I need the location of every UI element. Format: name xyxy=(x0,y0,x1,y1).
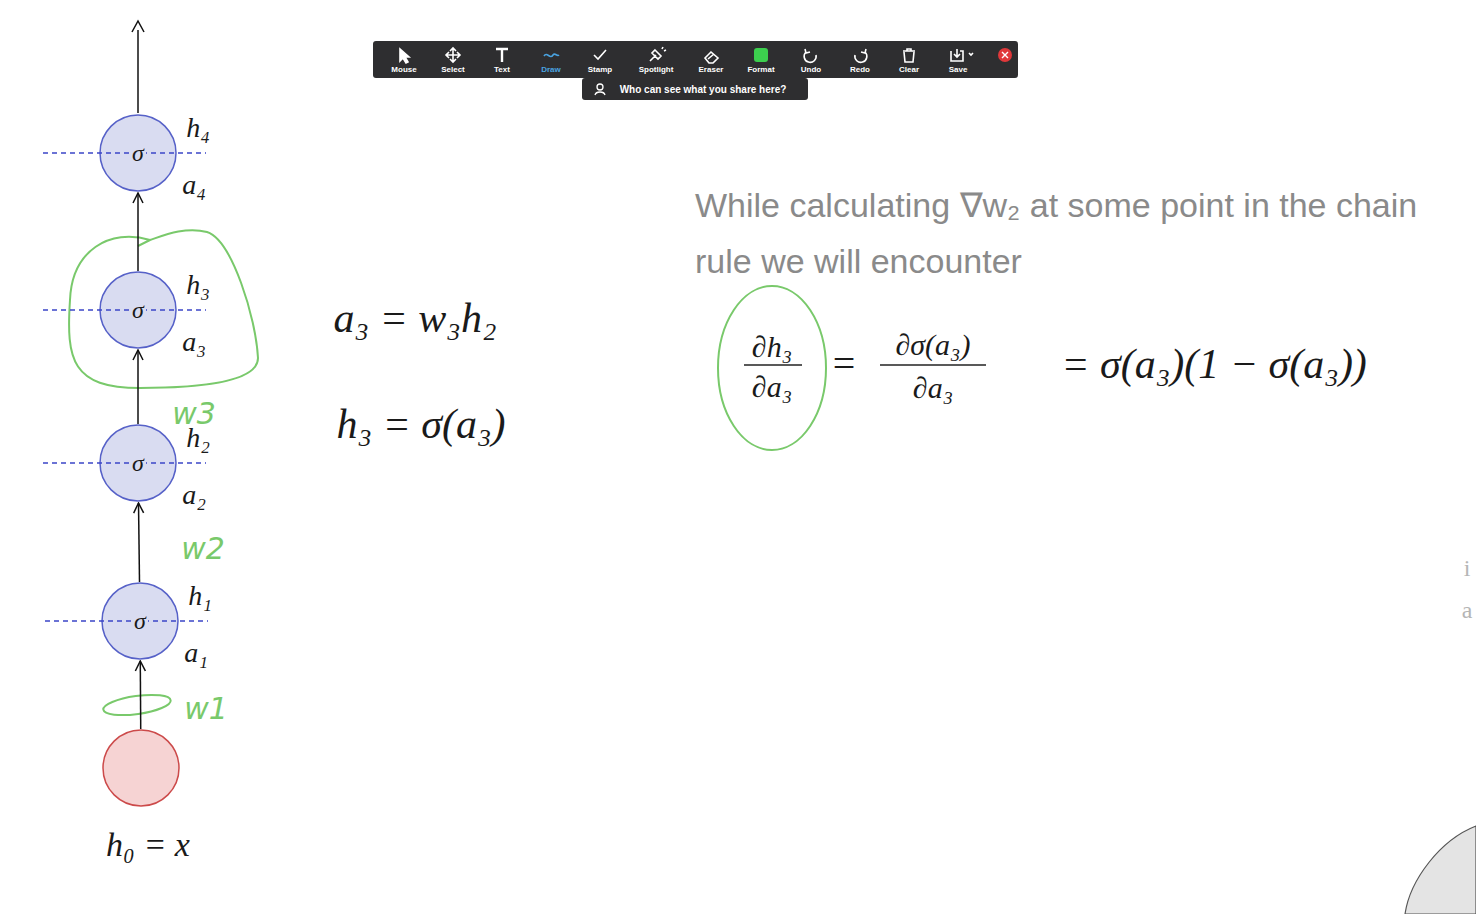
toolbar-label: Clear xyxy=(899,66,919,75)
neuron-shape xyxy=(102,729,180,807)
explanation-text: While calculating ∇w₂ at some point in t… xyxy=(695,177,1465,289)
sigmoid-neuron: σh₃a₃ xyxy=(99,271,177,349)
split-line xyxy=(43,462,206,464)
output-label: h₄ xyxy=(186,113,210,144)
activation-symbol: σ xyxy=(130,450,146,476)
fraction-denominator: ∂a₃ xyxy=(913,371,953,404)
toolbar-label: Save xyxy=(949,66,968,75)
output-label: h₃ xyxy=(186,270,210,301)
fraction-bar xyxy=(744,364,802,366)
cut-off-text: a xyxy=(1462,597,1473,623)
equation: = σ(a₃)(1 − σ(a₃)) xyxy=(1061,341,1367,387)
preactivation-label: a₄ xyxy=(182,170,206,201)
connector-arrow xyxy=(137,193,139,271)
weight-annotation: w1 xyxy=(184,692,228,725)
weight-annotation: w2 xyxy=(181,532,225,565)
neuron-circle xyxy=(103,730,179,806)
split-line xyxy=(45,620,208,622)
input-label: h₀ = x xyxy=(106,826,190,863)
fraction-denominator: ∂a₃ xyxy=(752,370,792,403)
preactivation-label: a₂ xyxy=(182,480,206,511)
sigmoid-neuron: σh₁a₁ xyxy=(101,582,179,660)
highlight-scribble xyxy=(102,691,172,718)
output-line xyxy=(137,30,139,113)
toolbar-label: Select xyxy=(441,66,465,75)
toolbar-label: Draw xyxy=(541,66,561,75)
toolbar-icons xyxy=(400,47,1012,95)
toolbar-label: Spotlight xyxy=(639,66,674,75)
toolbar-label: Text xyxy=(494,66,510,75)
equals-sign: = xyxy=(833,342,856,386)
highlight-loop xyxy=(69,230,258,388)
split-line xyxy=(43,309,206,311)
preactivation-label: a₃ xyxy=(182,327,206,358)
weight-annotation: w3 xyxy=(172,397,216,430)
toolbar-tab xyxy=(582,78,808,100)
toolbar-label: Eraser xyxy=(699,66,724,75)
toolbar-label: Undo xyxy=(801,66,821,75)
cut-off-text: i xyxy=(1464,555,1471,581)
fraction-bar xyxy=(880,364,986,366)
toolbar-label: Stamp xyxy=(588,66,612,75)
equation: a₃ = w₃h₂ xyxy=(333,295,496,341)
output-arrowhead xyxy=(132,21,144,32)
toolbar-label: Format xyxy=(747,66,774,75)
connector-arrow xyxy=(139,503,140,582)
activation-symbol: σ xyxy=(130,140,146,166)
split-line xyxy=(43,152,206,154)
equation: h₃ = σ(a₃) xyxy=(336,401,505,447)
fraction-numerator: ∂h₃ xyxy=(752,330,792,363)
sigmoid-neuron: σh₄a₄ xyxy=(99,114,177,192)
activation-symbol: σ xyxy=(132,608,148,634)
toolbar-bar xyxy=(373,41,1018,78)
share-tab-label: Who can see what you share here? xyxy=(620,84,787,95)
highlight-ellipse xyxy=(718,286,826,450)
output-label: h₁ xyxy=(188,581,212,612)
preactivation-label: a₁ xyxy=(184,638,208,669)
fraction-numerator: ∂σ(a₃) xyxy=(895,328,970,361)
sigmoid-neuron: σh₂a₂ xyxy=(99,424,177,502)
presenter-figure xyxy=(1405,826,1476,914)
connector-arrow xyxy=(137,350,139,424)
toolbar-label: Redo xyxy=(850,66,870,75)
connector-arrow xyxy=(140,661,142,729)
input-neuron: h₀ = x xyxy=(102,729,180,807)
activation-symbol: σ xyxy=(130,297,146,323)
toolbar-label: Mouse xyxy=(391,66,416,75)
